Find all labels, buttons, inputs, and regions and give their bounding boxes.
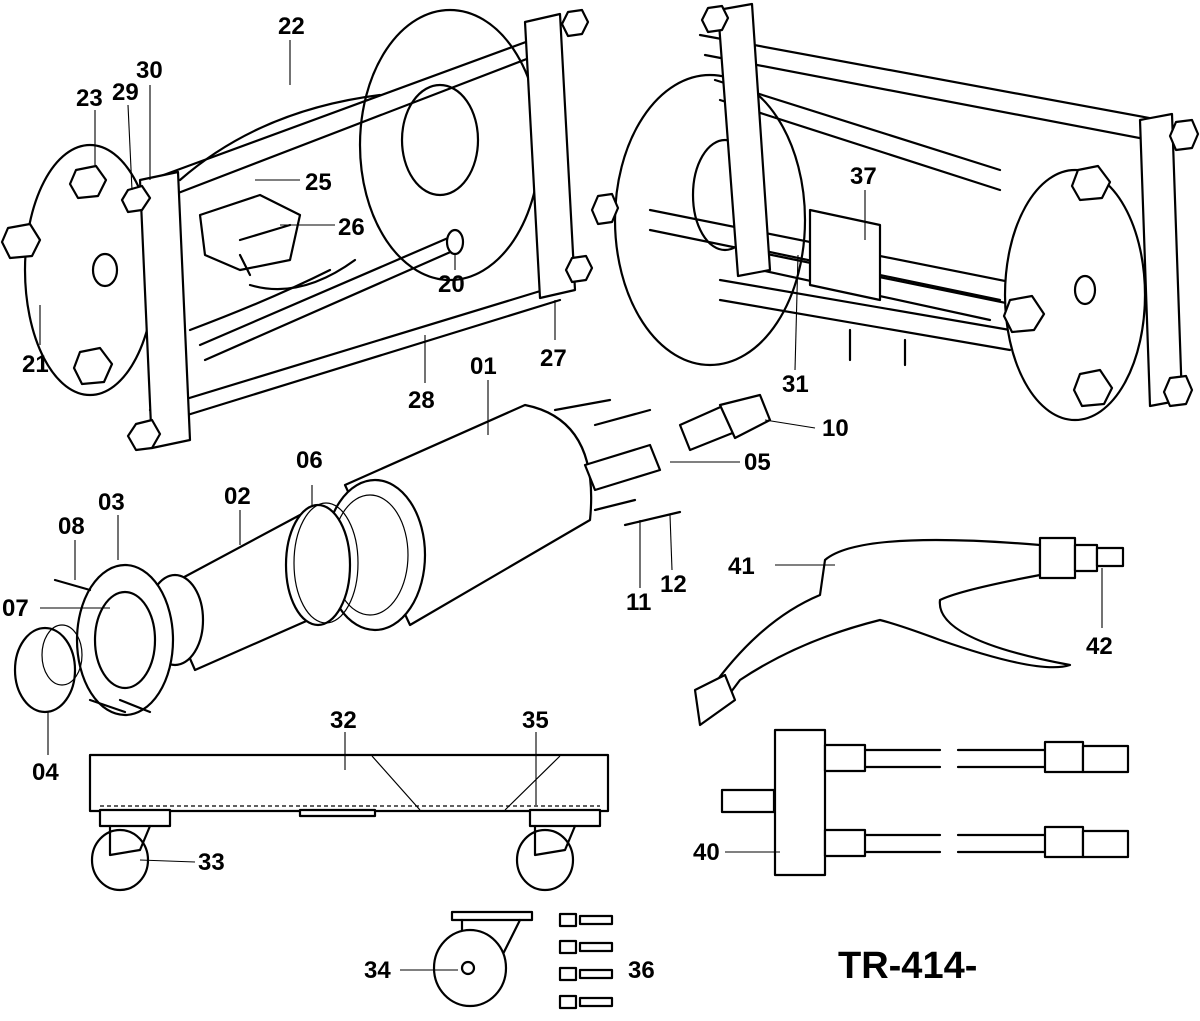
manifold-block-40 xyxy=(773,728,827,877)
left-frame-assembly xyxy=(0,8,594,452)
cart-tray-32 xyxy=(88,753,610,813)
upright-bar-left xyxy=(138,170,192,450)
callout-32: 32 xyxy=(330,707,357,734)
callout-30: 30 xyxy=(136,57,163,84)
bolt-set-36 xyxy=(558,912,614,1010)
air-gun xyxy=(693,536,1125,727)
fitting-10 xyxy=(718,393,772,440)
manifold xyxy=(720,728,1130,877)
leader-lines xyxy=(39,40,1103,971)
callout-01: 01 xyxy=(470,353,497,380)
hose-lower xyxy=(823,825,1130,859)
callout-05: 05 xyxy=(744,449,771,476)
callout-34: 34 xyxy=(364,957,391,984)
callout-42: 42 xyxy=(1086,633,1113,660)
plate-nuts-right xyxy=(1002,164,1114,408)
callout-02: 02 xyxy=(224,483,251,510)
callout-29: 29 xyxy=(112,79,139,106)
callout-26: 26 xyxy=(338,214,365,241)
callout-37: 37 xyxy=(850,163,877,190)
rear-plate-hole-left xyxy=(400,83,480,197)
callout-04: 04 xyxy=(32,759,59,786)
cylinder-assembly xyxy=(13,393,772,717)
plate-nuts-left xyxy=(0,164,114,386)
callout-25: 25 xyxy=(305,169,332,196)
callout-36: 36 xyxy=(628,957,655,984)
coupler-42 xyxy=(1095,546,1125,568)
cart xyxy=(88,753,610,892)
callout-08: 08 xyxy=(58,513,85,540)
caster-33 xyxy=(90,828,150,892)
clamp-37 xyxy=(808,208,882,302)
callout-labels: 22 30 23 29 25 26 20 21 27 28 01 06 02 0… xyxy=(2,13,1113,984)
ring-06 xyxy=(284,503,352,627)
callout-33: 33 xyxy=(198,849,225,876)
callout-03: 03 xyxy=(98,489,125,516)
jaw-26 xyxy=(198,193,302,272)
callout-10: 10 xyxy=(822,415,849,442)
upright-right-rear xyxy=(716,2,772,278)
upright-right-front xyxy=(1138,112,1184,408)
callout-20: 20 xyxy=(438,271,465,298)
callout-07: 07 xyxy=(2,595,29,622)
callout-23: 23 xyxy=(76,85,103,112)
callout-35: 35 xyxy=(522,707,549,734)
callout-22: 22 xyxy=(278,13,305,40)
callout-06: 06 xyxy=(296,447,323,474)
callout-11: 11 xyxy=(626,589,651,616)
callout-21: 21 xyxy=(22,351,49,378)
callout-41: 41 xyxy=(728,553,755,580)
callout-27: 27 xyxy=(540,345,567,372)
spare-caster xyxy=(432,910,534,1008)
callout-31: 31 xyxy=(782,371,809,398)
callout-12: 12 xyxy=(660,571,687,598)
callout-28: 28 xyxy=(408,387,435,414)
gun-body-41 xyxy=(708,538,1072,702)
hose-upper xyxy=(823,740,1130,774)
model-code: TR-414- xyxy=(838,945,977,987)
upright-bar-right xyxy=(523,12,577,300)
callout-40: 40 xyxy=(693,839,720,866)
right-frame-assembly xyxy=(590,2,1200,422)
fitting-05 xyxy=(583,443,662,492)
